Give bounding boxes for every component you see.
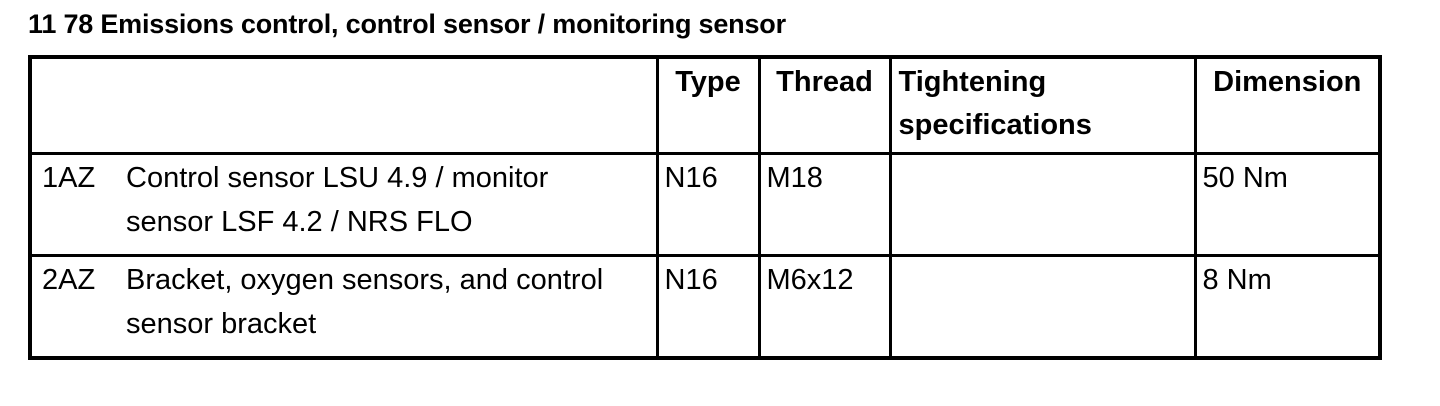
header-cell-thread: Thread <box>757 55 892 155</box>
header-cell-type: Type <box>655 55 761 155</box>
tightening-value <box>892 257 1194 356</box>
item-code: 1AZ <box>42 162 96 194</box>
type-value: N16 <box>664 264 718 296</box>
header-type-label: Type <box>675 66 741 98</box>
item-code: 2AZ <box>42 264 96 296</box>
header-tightening-label: Tightening specifications <box>898 66 1092 141</box>
cell-tightening <box>888 152 1197 257</box>
cell-description: 1AZ Control sensor LSU 4.9 / monitor sen… <box>28 152 659 257</box>
header-dimension-label: Dimension <box>1213 66 1362 98</box>
specification-table: Type Thread Tightening specifications Di… <box>28 55 1382 360</box>
cell-type: N16 <box>655 254 761 360</box>
type-value: N16 <box>664 162 718 194</box>
header-cell-dimension: Dimension <box>1193 55 1382 155</box>
tightening-value <box>892 155 1194 254</box>
table-header-row: Type Thread Tightening specifications Di… <box>28 55 1382 155</box>
description-wrapper: 1AZ Control sensor LSU 4.9 / monitor sen… <box>32 155 656 244</box>
cell-dimension: 8 Nm <box>1193 254 1382 360</box>
header-cell-tightening: Tightening specifications <box>888 55 1197 155</box>
description-wrapper: 2AZ Bracket, oxygen sensors, and control… <box>32 257 656 346</box>
item-description: Control sensor LSU 4.9 / monitor sensor … <box>126 162 549 238</box>
cell-type: N16 <box>655 152 761 257</box>
table-row: 1AZ Control sensor LSU 4.9 / monitor sen… <box>28 152 1382 257</box>
table-row: 2AZ Bracket, oxygen sensors, and control… <box>28 254 1382 360</box>
item-description: Bracket, oxygen sensors, and control sen… <box>126 264 604 340</box>
header-cell-index <box>28 55 659 155</box>
header-thread-label: Thread <box>776 66 873 98</box>
cell-dimension: 50 Nm <box>1193 152 1382 257</box>
dimension-value: 50 Nm <box>1202 162 1288 194</box>
header-index-label <box>32 59 656 152</box>
cell-thread: M6x12 <box>757 254 892 360</box>
specification-table-container: Type Thread Tightening specifications Di… <box>28 55 1382 360</box>
dimension-value: 8 Nm <box>1202 264 1272 296</box>
thread-value: M18 <box>766 162 823 194</box>
section-title: 11 78 Emissions control, control sensor … <box>28 9 786 39</box>
cell-thread: M18 <box>757 152 892 257</box>
cell-tightening <box>888 254 1197 360</box>
thread-value: M6x12 <box>766 264 854 296</box>
cell-description: 2AZ Bracket, oxygen sensors, and control… <box>28 254 659 360</box>
